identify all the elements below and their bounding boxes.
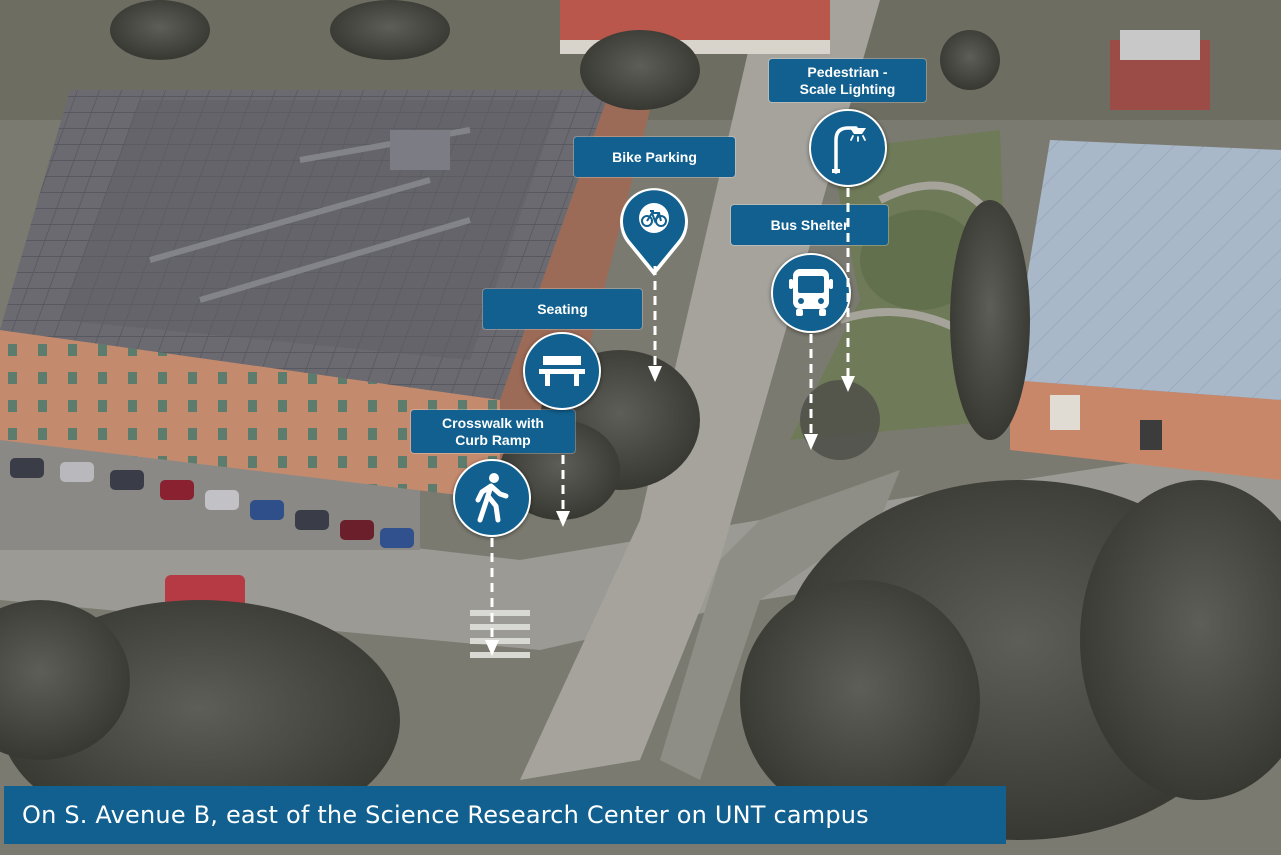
- bench-badge: [523, 332, 601, 410]
- street-lamp-icon: [832, 126, 866, 174]
- pedestrian-badge: [453, 459, 531, 537]
- bus-shelter-pointer-arrow: [804, 334, 818, 450]
- bus-shelter-label: Bus Shelter: [731, 205, 888, 245]
- pedestrian-lighting-label-line2: Scale Lighting: [799, 80, 896, 97]
- seating-label-text: Seating: [537, 300, 588, 317]
- pedestrian-walking-icon: [475, 473, 509, 523]
- bench-icon: [539, 356, 585, 386]
- bike-parking-pointer-arrow: [648, 266, 662, 382]
- crosswalk-label: Crosswalk with Curb Ramp: [411, 410, 575, 453]
- bus-icon: [789, 269, 833, 316]
- pedestrian-lighting-label-line1: Pedestrian -: [807, 63, 888, 80]
- crosswalk-label-line2: Curb Ramp: [455, 431, 531, 448]
- seating-label: Seating: [483, 289, 642, 329]
- lighting-pointer-arrow: [841, 188, 855, 392]
- bike-parking-label: Bike Parking: [574, 137, 735, 177]
- bicycle-map-pin-icon: [620, 188, 688, 276]
- crosswalk-pointer-arrow: [485, 538, 499, 656]
- pedestrian-lighting-label: Pedestrian - Scale Lighting: [769, 59, 926, 102]
- bike-parking-label-text: Bike Parking: [612, 148, 697, 165]
- location-caption: On S. Avenue B, east of the Science Rese…: [4, 786, 1006, 844]
- bus-shelter-label-text: Bus Shelter: [770, 216, 849, 233]
- street-lamp-badge: [809, 109, 887, 187]
- bus-badge: [771, 253, 851, 333]
- seating-pointer-arrow: [556, 455, 570, 527]
- crosswalk-label-line1: Crosswalk with: [442, 414, 544, 431]
